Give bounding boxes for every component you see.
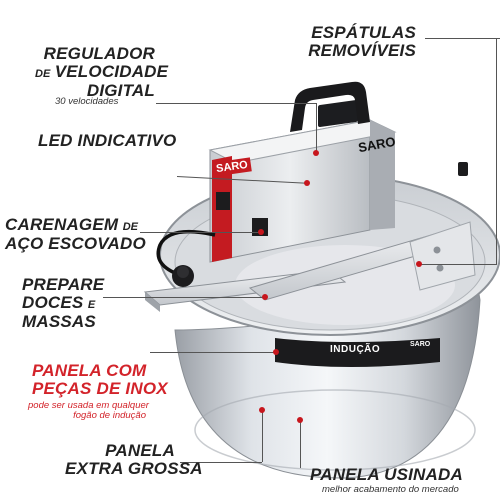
spatulas-line1: ESPÁTULAS: [311, 23, 416, 42]
inox-sub: pode ser usada em qualquer fogão de indu…: [28, 400, 149, 421]
leader-dot-thick: [259, 407, 265, 413]
spatulas-label: ESPÁTULAS REMOVÍVEIS: [308, 24, 416, 59]
leader-line-regulator: [156, 103, 316, 104]
leader-line-inox: [150, 352, 276, 353]
leader-line-housing: [140, 232, 260, 233]
speed-regulator-line2a: DE: [35, 68, 51, 80]
leader-line-prepare: [103, 297, 263, 298]
speed-regulator-line2b: VELOCIDADE: [54, 62, 169, 81]
speed-regulator-label: REGULADOR DE VELOCIDADE DIGITAL: [35, 44, 168, 100]
thick-label: PANELA EXTRA GROSSA: [65, 441, 203, 478]
leader-dot-machined: [297, 417, 303, 423]
speed-regulator-line1: REGULADOR: [43, 44, 155, 63]
inox-label: PANELA COM PEÇAS DE INOX: [32, 361, 168, 398]
leader-line-spatulas-in: [420, 264, 497, 265]
leader-line-spatulas: [425, 38, 500, 39]
machined-text: PANELA USINADA: [310, 465, 463, 484]
speed-regulator-sub: 30 velocidades: [55, 96, 119, 107]
induction-band-brand: SARO: [410, 341, 431, 348]
thick-line2: EXTRA GROSSA: [65, 459, 203, 478]
machined-sub: melhor acabamento do mercado: [322, 484, 459, 495]
induction-band-text: INDUÇÃO: [330, 344, 381, 355]
leader-line-thick-up: [262, 410, 263, 462]
inox-sub-line1: pode ser usada em qualquer: [28, 400, 149, 411]
prepare-line1: PREPARE: [22, 275, 105, 294]
inox-line2: PEÇAS DE INOX: [32, 379, 168, 398]
spatulas-line2: REMOVÍVEIS: [308, 41, 416, 60]
leader-line-machined: [300, 420, 301, 468]
housing-line1b: DE: [122, 221, 138, 233]
leader-dot-led: [304, 180, 310, 186]
housing-line2: AÇO ESCOVADO: [5, 234, 146, 253]
leader-line-thick: [180, 462, 262, 463]
led-text: LED INDICATIVO: [38, 131, 177, 150]
prepare-line2b: E: [87, 299, 96, 311]
inox-line1: PANELA COM: [32, 361, 147, 380]
led-label: LED INDICATIVO: [38, 132, 177, 150]
prepare-label: PREPARE DOCES E MASSAS: [22, 276, 104, 330]
leader-dot-housing: [258, 229, 264, 235]
leader-line-spatulas-drop: [496, 38, 497, 264]
leader-dot-spatulas: [416, 261, 422, 267]
housing-line1a: CARENAGEM: [5, 215, 119, 234]
leader-dot-inox: [273, 349, 279, 355]
machined-label: PANELA USINADA: [310, 466, 463, 484]
thick-line1: PANELA: [105, 441, 175, 460]
prepare-line3: MASSAS: [22, 312, 96, 331]
leader-dot-prepare: [262, 294, 268, 300]
leader-dot-regulator: [313, 150, 319, 156]
speed-regulator-line3: DIGITAL: [86, 81, 155, 100]
prepare-line2a: DOCES: [22, 293, 84, 312]
inox-sub-line2: fogão de indução: [73, 409, 146, 421]
housing-label: CARENAGEM DE AÇO ESCOVADO: [5, 216, 146, 252]
leader-line-regulator-drop: [316, 103, 317, 153]
